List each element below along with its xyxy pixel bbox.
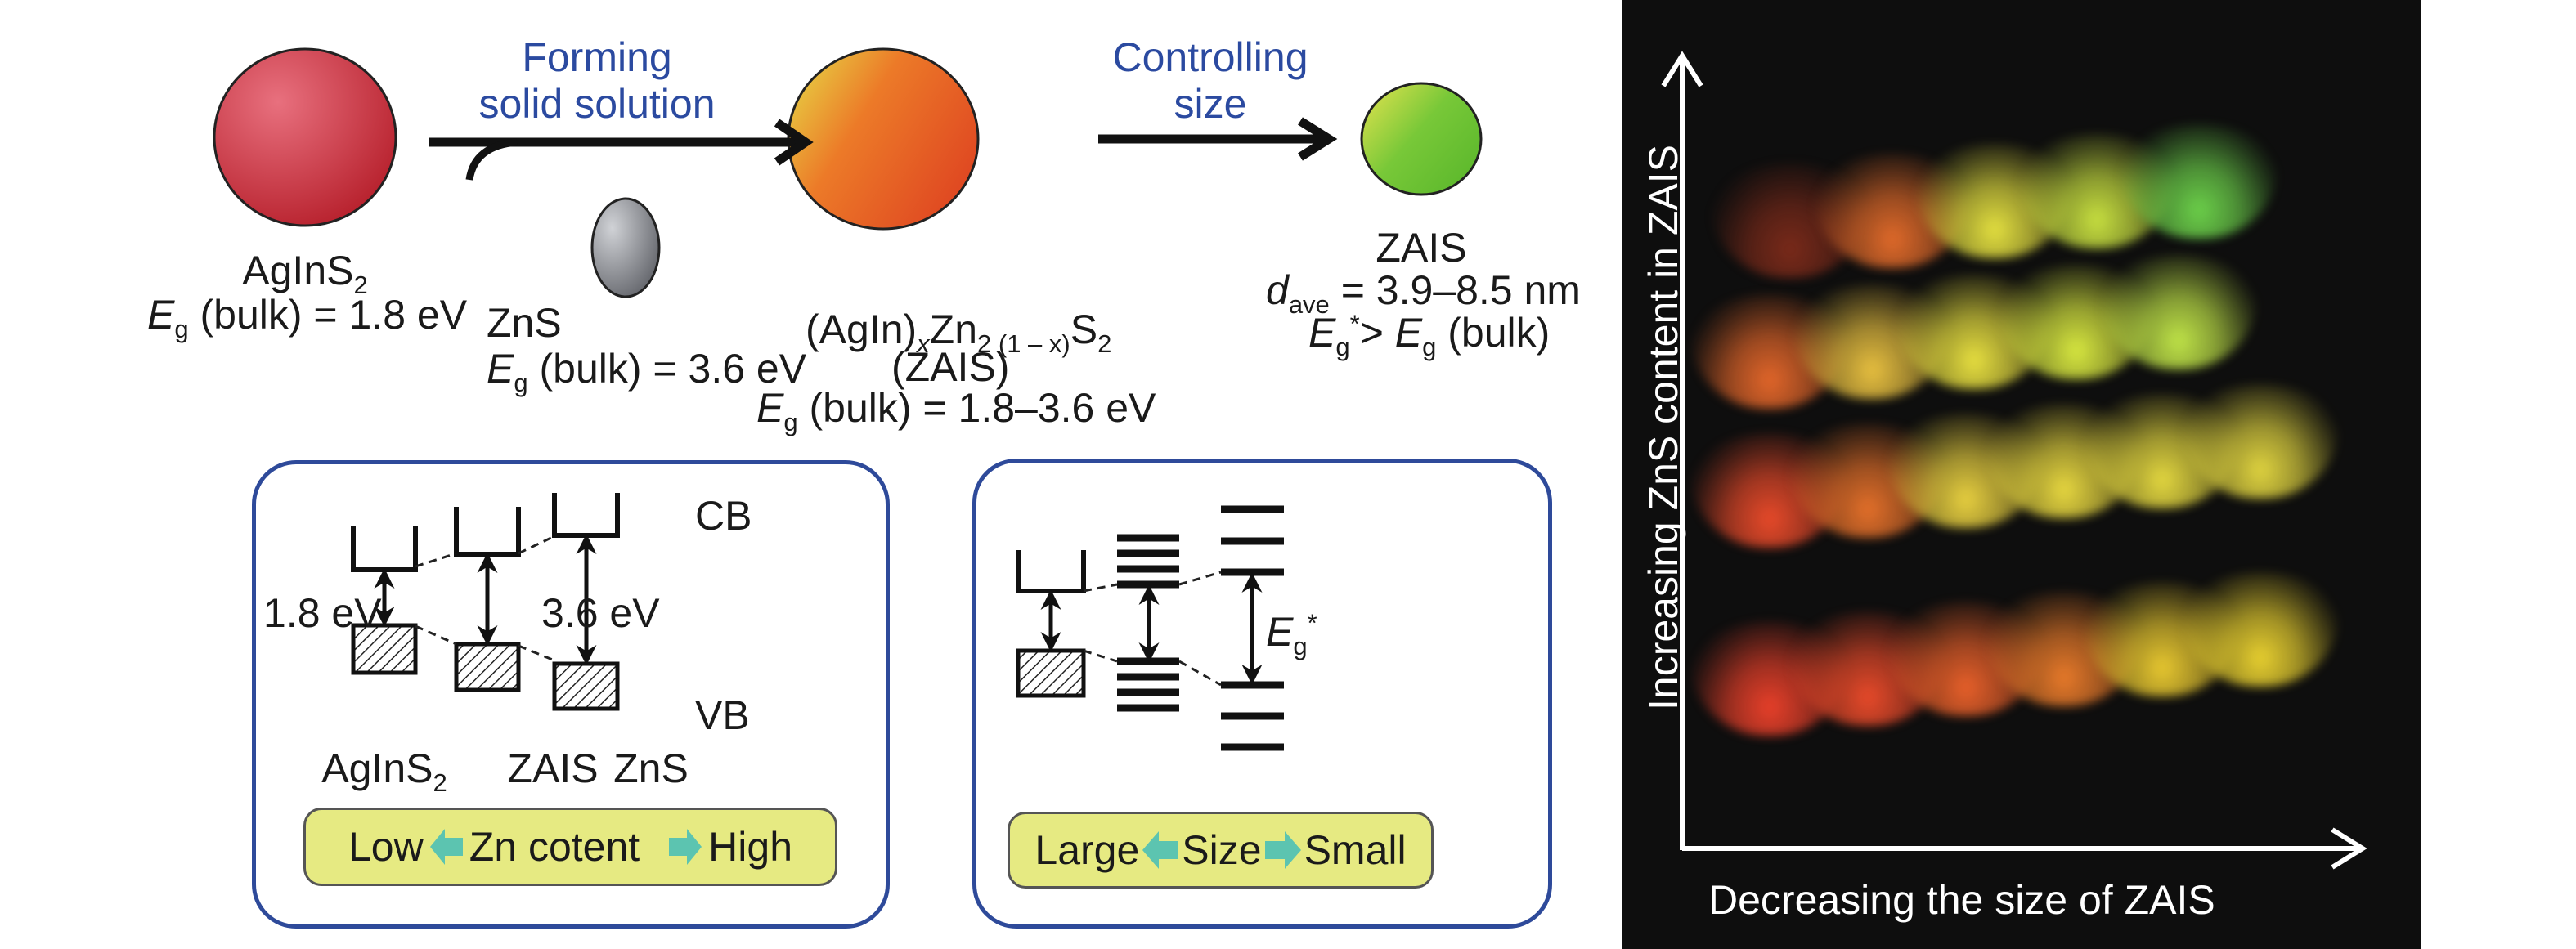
x-axis-label: Decreasing the size of ZAIS: [1708, 877, 2215, 923]
controlling-size-arrow: [1098, 117, 1338, 161]
zns-particle: [590, 197, 661, 298]
zais-bandgap: Eg (bulk) = 1.8–3.6 eV: [756, 385, 1156, 436]
cb-label: CB: [695, 493, 752, 539]
zais-small-particle: [1360, 82, 1483, 196]
cb-zais: [454, 507, 521, 557]
zns-name: ZnS: [487, 300, 562, 346]
size-legend: Large Size Small: [1008, 812, 1434, 889]
arrow-left-icon: [1142, 831, 1179, 869]
agins2-name: AgInS2: [242, 248, 368, 299]
zais-small-name: ZAIS: [1376, 225, 1467, 271]
vb-agins2: [351, 623, 418, 675]
forming-label-line2: solid solution: [478, 81, 716, 127]
forming-label-line1: Forming: [522, 34, 672, 80]
legend-large: Large: [1034, 827, 1140, 873]
controlling-label-line2: size: [1174, 81, 1247, 127]
material-label-agins2: AgInS2: [321, 745, 447, 797]
zais-formula: (AgIn)xZn2 (1 – x)S2: [806, 307, 1112, 358]
vial: [2121, 124, 2277, 239]
zais-diameter: dave = 3.9–8.5 nm: [1266, 267, 1581, 319]
eg-star-label: Eg*: [1266, 608, 1317, 660]
legend-low: Low: [348, 824, 424, 870]
gap-label-right: 3.6 eV: [541, 590, 660, 636]
composition-band-diagram: [351, 493, 620, 711]
cb-agins2: [351, 526, 418, 572]
legend-small: Small: [1304, 827, 1407, 873]
vb-zais: [454, 642, 521, 692]
legend-size: Size: [1182, 827, 1262, 873]
cb-zns: [552, 493, 620, 538]
material-label-zns: ZnS: [613, 745, 689, 791]
vial: [2183, 384, 2338, 499]
zais-solid-particle: [787, 47, 980, 231]
y-axis-label: Increasing ZnS content in ZAIS: [1640, 144, 1686, 710]
vb-zns: [552, 661, 620, 711]
zn-content-legend: Low Zn cotent High: [303, 808, 837, 886]
agins2-bandgap: Eg (bulk) = 1.8 eV: [147, 292, 468, 343]
arrow-right-icon: [669, 829, 702, 865]
x-axis-arrowhead: [2331, 827, 2367, 870]
vb-label: VB: [695, 692, 750, 738]
photo-axes: [1661, 51, 2367, 870]
vial: [2183, 572, 2338, 687]
size-band-diagram: [1016, 505, 1284, 751]
zais-abbreviation: (ZAIS): [891, 344, 1010, 390]
material-label-zais: ZAIS: [507, 745, 599, 791]
vb-bulk: [1016, 648, 1086, 698]
vial: [2101, 255, 2256, 369]
legend-zn-content: Zn cotent: [469, 824, 640, 870]
controlling-label-line1: Controlling: [1112, 34, 1308, 80]
y-axis-arrowhead: [1661, 51, 1703, 87]
cb-bulk: [1016, 550, 1086, 593]
agins2-particle: [213, 47, 397, 227]
legend-high: High: [708, 824, 793, 870]
luminescence-photo: Increasing ZnS content in ZAIS Decreasin…: [1622, 0, 2421, 949]
arrow-right-icon: [1264, 831, 1301, 869]
discrete-levels-medium: [1117, 534, 1179, 712]
top-flow-graphics: [213, 47, 1483, 298]
forming-arrow: [429, 119, 814, 181]
zais-small-bandgap: Eg*> Eg (bulk): [1308, 309, 1551, 361]
zns-bandgap: Eg (bulk) = 3.6 eV: [487, 346, 807, 397]
arrow-left-icon: [429, 829, 463, 865]
gap-label-left: 1.8 eV: [263, 590, 382, 636]
